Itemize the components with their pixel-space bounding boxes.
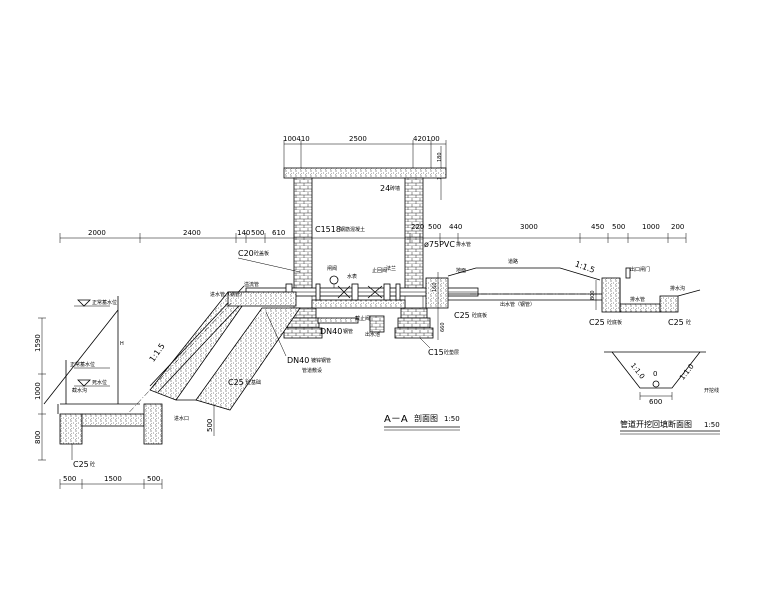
dim-gate-stack: 160 660 800 — [432, 272, 597, 340]
trench-title: 管道开挖回填断面图 1:50 — [620, 419, 720, 435]
dim-top-left: 100410 — [283, 135, 310, 143]
label-c25-right-note: 砼底板 — [472, 312, 487, 319]
dim-2000: 2000 — [88, 229, 106, 237]
dim-500-vertical: 500 — [206, 419, 214, 432]
dim-500b: 500 — [428, 223, 441, 231]
inlet-slope — [121, 285, 301, 421]
dim-1000: 1000 — [642, 223, 660, 231]
label-c1518: C1518 — [315, 225, 341, 234]
dim-top-right: 420100 — [413, 135, 440, 143]
label-valve: 闸阀 — [327, 265, 337, 272]
label-dn40-b: DN40 — [287, 356, 309, 365]
dim-610: 610 — [272, 229, 285, 237]
pump-house — [283, 167, 447, 339]
section-title-text: A－A — [384, 414, 408, 425]
label-c25-ditch: C25 — [589, 318, 605, 327]
label-gate: 出口闸门 — [630, 266, 650, 273]
label-c25-ditch-note: 砼底板 — [607, 319, 622, 326]
dim-450: 450 — [591, 223, 604, 231]
label-pvc-note: 排水管 — [456, 241, 471, 248]
dim-500a: 500 — [251, 229, 264, 237]
label-level-high: 正常蓄水位 — [92, 299, 117, 306]
label-dn40-a-note: 钢管 — [343, 328, 353, 335]
dim-140: 140 — [237, 229, 250, 237]
section-title-note: 剖面图 — [414, 413, 438, 423]
label-c25-mid: C25 — [228, 378, 244, 387]
dim-gate-160: 160 — [432, 282, 438, 292]
label-slope-b: 1:1.5 — [574, 259, 596, 274]
label-flange: 法兰 — [386, 265, 396, 272]
trench-title-text: 管道开挖回填断面图 — [620, 419, 692, 429]
dim-gate-660: 660 — [440, 322, 446, 332]
dim-top-mid: 2500 — [349, 135, 367, 143]
dim-bottom-500a: 500 — [63, 475, 76, 483]
label-c25-ditch2-note: 砼 — [686, 319, 691, 326]
trench-slope-d: 1:1.0 — [678, 363, 695, 382]
label-road: 道路 — [508, 258, 518, 265]
trench-note: 开挖线 — [704, 387, 719, 394]
label-check: 止回阀 — [372, 267, 387, 274]
trench-zero: 0 — [653, 370, 657, 378]
label-ground: 地面 — [456, 267, 466, 274]
trench-slope-c: 1:1.0 — [629, 362, 646, 381]
trench-detail: 600 1:1.0 1:1.0 0 开挖线 — [604, 351, 719, 406]
label-c25-left-note: 砼 — [90, 461, 95, 468]
label-small3: 截水沟 — [72, 387, 87, 394]
dim-440: 440 — [449, 223, 462, 231]
label-c15-note: 砼垫层 — [444, 349, 459, 356]
dim-2400: 2400 — [183, 229, 201, 237]
section-title-scale: 1:50 — [444, 415, 460, 423]
dim-slope-bottom: 500 — [206, 404, 215, 436]
label-c20-note: 砼盖板 — [254, 250, 269, 257]
dim-left-1000: 1000 — [34, 382, 42, 400]
label-level-mid: 正常蓄水位 — [70, 361, 95, 368]
label-slope-a: 1:1.5 — [148, 342, 167, 364]
label-pump: 出水池 — [365, 331, 380, 338]
label-stop: 截止阀 — [355, 315, 370, 322]
label-dn40-b-sub: 管道敷设 — [302, 367, 322, 374]
label-outlet-pipe: 出水管（钢管） — [500, 301, 535, 308]
label-wall24-note: 砖墙 — [390, 185, 400, 192]
label-pipe-note: 排水管 — [630, 296, 645, 303]
outlet-area — [425, 267, 701, 313]
dim-left-800: 800 — [34, 431, 42, 444]
dim-3000: 3000 — [520, 223, 538, 231]
label-c25-ditch2: C25 — [668, 318, 684, 327]
dim-500c: 500 — [612, 223, 625, 231]
dim-main-row: 2000 2400 140 500 610 220 500 440 3000 4… — [59, 223, 687, 243]
trench-dim-600: 600 — [649, 398, 662, 406]
dim-bottom-1500: 1500 — [104, 475, 122, 483]
label-wall24: 24 — [380, 184, 390, 193]
dim-220: 220 — [411, 223, 424, 231]
label-c1518-note: 钢筋混凝土 — [340, 226, 365, 233]
dim-top-chain: 100410 2500 420100 — [283, 135, 447, 168]
label-flowmeter: 水表 — [347, 273, 357, 280]
label-dn40-a: DN40 — [320, 327, 342, 336]
label-c25-left: C25 — [73, 460, 89, 469]
dim-left-1590: 1590 — [34, 334, 42, 352]
trench-title-scale: 1:50 — [704, 421, 720, 429]
label-c25-right: C25 — [454, 311, 470, 320]
section-title: A－A 剖面图 1:50 — [384, 413, 460, 431]
reservoir — [43, 296, 163, 445]
label-water: 溢流管 — [244, 281, 259, 288]
dim-200: 200 — [671, 223, 684, 231]
label-c20: C20 — [238, 249, 254, 258]
label-c15: C15 — [428, 348, 444, 357]
dim-gate-800: 800 — [590, 290, 596, 300]
dim-right-a: 180 — [437, 152, 443, 162]
label-level-mark: H — [120, 341, 124, 347]
label-dn40-b-note: 镀锌钢管 — [311, 357, 331, 364]
label-c25-mid-note: 砼基础 — [246, 379, 261, 386]
label-inlet: 进水口 — [174, 415, 189, 422]
dim-bottom-500b: 500 — [147, 475, 160, 483]
dim-left-stack: 1590 1000 800 — [34, 317, 46, 461]
label-level-low: 死水位 — [92, 379, 107, 386]
label-pvc: ø75PVC — [424, 240, 455, 249]
label-small1: 进水管（钢管） — [210, 291, 245, 298]
label-small2: 排水沟 — [670, 285, 685, 292]
dim-bottom: 500 1500 500 — [59, 475, 163, 489]
